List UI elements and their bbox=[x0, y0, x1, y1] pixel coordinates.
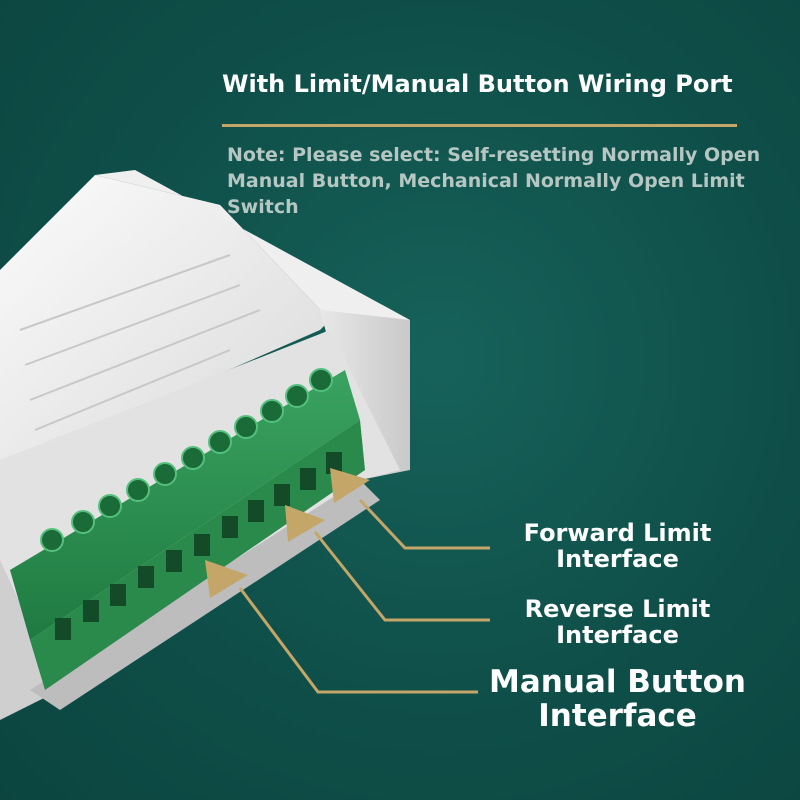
terminal-block-top bbox=[10, 370, 360, 640]
manual-button-label: Manual Button Interface bbox=[489, 664, 746, 735]
reverse-limit-leader bbox=[313, 531, 490, 622]
forward-limit-label: Forward Limit Interface bbox=[523, 519, 712, 574]
housing-print-lines bbox=[19, 254, 261, 431]
forward-limit-arrow bbox=[330, 468, 370, 503]
housing-right-wall bbox=[320, 310, 410, 480]
terminal-screws bbox=[40, 368, 333, 552]
reverse-limit-label: Reverse Limit Interface bbox=[524, 595, 711, 650]
banner-note: Note: Please select: Self-resetting Norm… bbox=[227, 144, 761, 218]
manual-button-leader bbox=[238, 587, 478, 694]
title-divider bbox=[222, 124, 737, 127]
banner-title: With Limit/Manual Button Wiring Port bbox=[222, 70, 733, 98]
forward-limit-leader bbox=[358, 498, 490, 550]
manual-button-arrow bbox=[205, 560, 248, 598]
reverse-limit-arrow bbox=[285, 505, 325, 542]
terminal-openings bbox=[55, 452, 342, 640]
housing-top bbox=[0, 175, 330, 470]
